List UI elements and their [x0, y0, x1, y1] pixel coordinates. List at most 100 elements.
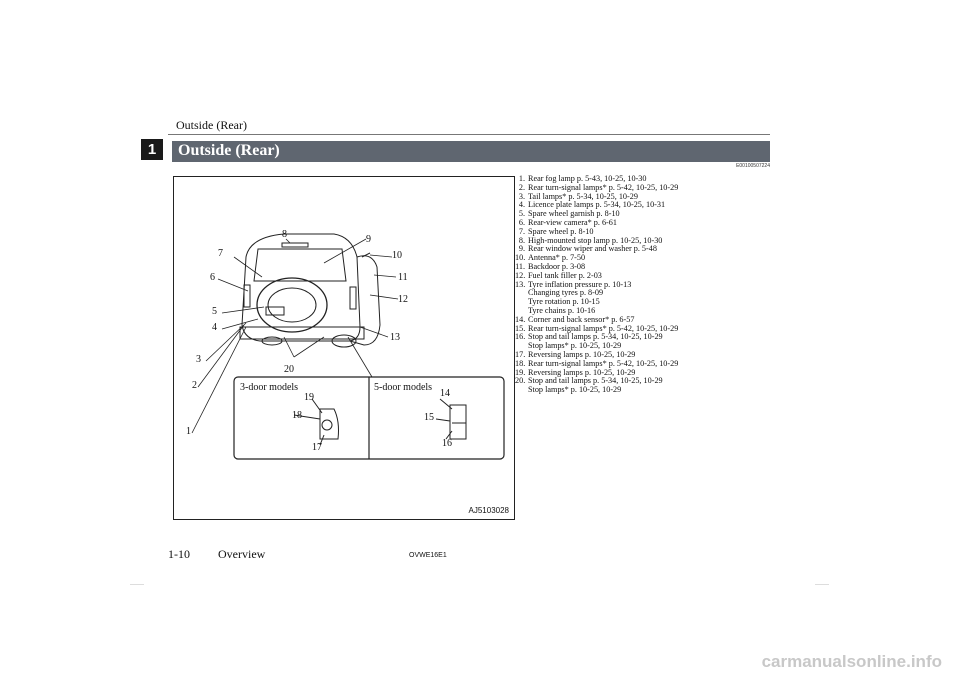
running-head: Outside (Rear) — [176, 118, 247, 132]
page-number: 1-10 — [168, 547, 190, 561]
three-door-lamp-shape — [319, 408, 339, 440]
crop-mark — [130, 584, 144, 585]
item-text: Reversing lamps p. 10-25, 10-29 — [528, 349, 636, 359]
callout-11: 11 — [398, 272, 408, 283]
left-rear-lamp-shape — [243, 284, 251, 308]
item-text: Rear window wiper and washer p. 5-48 — [528, 244, 657, 254]
list-item: 12.Fuel tank filler p. 2-03 — [515, 270, 775, 281]
callout-2: 2 — [192, 380, 197, 391]
item-number: 7. — [518, 226, 525, 236]
callout-19: 19 — [304, 392, 314, 403]
header-rule — [168, 134, 770, 135]
item-text: Backdoor p. 3-08 — [528, 261, 586, 271]
vehicle-side-outline — [349, 255, 381, 346]
callout-18: 18 — [292, 410, 302, 421]
item-text: Rear fog lamp p. 5-43, 10-25, 10-30 — [528, 174, 647, 183]
section-title-bar: Outside (Rear) — [172, 141, 770, 162]
licence-plate-shape — [265, 306, 285, 316]
reference-code: E00100507224 — [736, 163, 770, 169]
inset-label-3-door: 3-door models — [240, 382, 299, 393]
item-text: Reversing lamps p. 10-25, 10-29 — [528, 367, 636, 377]
item-text: Tyre inflation pressure p. 10-13 — [528, 279, 632, 289]
figure-code: AJ5103028 — [468, 506, 509, 515]
item-number: 20. — [515, 376, 526, 386]
item-text: Stop and tail lamps p. 5-34, 10-25, 10-2… — [528, 376, 663, 386]
list-item: 9.Rear window wiper and washer p. 5-48 — [515, 244, 775, 254]
list-item: 8.High-mounted stop lamp p. 10-25, 10-30 — [515, 235, 775, 246]
list-item: 18.Rear turn-signal lamps* p. 5-42, 10-2… — [515, 358, 775, 369]
callout-5: 5 — [212, 306, 217, 317]
watermark: carmanualsonline.info — [761, 652, 942, 671]
list-item: 1.Rear fog lamp p. 5-43, 10-25, 10-30 — [515, 174, 775, 184]
item-text: Tail lamps* p. 5-34, 10-25, 10-29 — [528, 191, 638, 201]
item-subtext: Stop lamps* p. 10-25, 10-29 — [528, 385, 622, 395]
callout-15: 15 — [424, 412, 434, 423]
callout-leaders — [191, 238, 399, 434]
item-number: 9. — [518, 244, 525, 254]
item-text: Fuel tank filler p. 2-03 — [528, 270, 602, 280]
vehicle-rear-figure: 1 2 3 4 5 6 7 8 9 10 11 12 13 14 15 16 1… — [173, 176, 515, 520]
item-number: 11. — [515, 261, 525, 271]
rear-bumper — [239, 326, 365, 340]
item-subtext: Tyre chains p. 10-16 — [528, 305, 596, 315]
right-tyre-shape — [331, 334, 357, 348]
item-number: 5. — [518, 209, 525, 219]
list-item: 17.Reversing lamps p. 10-25, 10-29 — [515, 349, 775, 360]
item-number: 1. — [518, 174, 525, 183]
item-text: Rear turn-signal lamps* p. 5-42, 10-25, … — [528, 323, 679, 333]
list-item: 3.Tail lamps* p. 5-34, 10-25, 10-29 — [515, 191, 775, 202]
list-item: 2.Rear turn-signal lamps* p. 5-42, 10-25… — [515, 182, 775, 193]
item-number: 19. — [515, 367, 526, 377]
callout-9: 9 — [366, 234, 371, 245]
item-text: Antenna* p. 7-50 — [528, 253, 586, 263]
callout-20: 20 — [284, 364, 294, 375]
item-subtext: Changing tyres p. 8-09 — [528, 288, 604, 298]
item-number: 15. — [515, 323, 526, 333]
callout-14: 14 — [440, 388, 450, 399]
three-door-reversing-lamp — [321, 419, 333, 431]
antenna-shape — [361, 252, 371, 258]
item-number: 12. — [515, 270, 526, 280]
callout-16: 16 — [442, 438, 452, 449]
item-number: 14. — [515, 314, 526, 324]
item-text: Stop and tail lamps p. 5-34, 10-25, 10-2… — [528, 332, 663, 342]
list-item: 6.Rear-view camera* p. 6-61 — [515, 218, 775, 228]
spare-wheel-garnish-shape — [267, 287, 317, 323]
item-number: 16. — [515, 332, 526, 342]
list-item: 4.Licence plate lamps p. 5-34, 10-25, 10… — [515, 200, 775, 210]
item-text: Corner and back sensor* p. 6-57 — [528, 314, 635, 324]
item-text: Spare wheel p. 8-10 — [528, 226, 594, 236]
callout-6: 6 — [210, 272, 215, 283]
callout-13: 13 — [390, 332, 400, 343]
item-number: 13. — [515, 279, 526, 289]
item-number: 10. — [515, 253, 526, 263]
item-number: 17. — [515, 349, 526, 359]
rear-window — [253, 248, 347, 282]
item-text: Rear turn-signal lamps* p. 5-42, 10-25, … — [528, 182, 679, 192]
crop-mark — [815, 584, 829, 585]
vehicle-rear-illustration — [191, 233, 505, 460]
callout-8: 8 — [282, 229, 287, 240]
callout-12: 12 — [398, 294, 408, 305]
callout-7: 7 — [218, 248, 223, 259]
item-text: Rear turn-signal lamps* p. 5-42, 10-25, … — [528, 358, 679, 368]
item-subtext: Tyre rotation p. 10-15 — [528, 297, 600, 307]
item-number: 8. — [518, 235, 525, 245]
callout-4: 4 — [212, 322, 217, 333]
right-rear-lamp-shape — [349, 286, 357, 310]
callout-10: 10 — [392, 250, 402, 261]
item-number: 3. — [518, 191, 525, 201]
list-item: 11.Backdoor p. 3-08 — [515, 261, 775, 272]
callout-1: 1 — [186, 426, 191, 437]
item-number: 4. — [518, 200, 525, 210]
item-text: Licence plate lamps p. 5-34, 10-25, 10-3… — [528, 200, 666, 210]
left-tyre-shape — [261, 336, 283, 346]
callout-3: 3 — [196, 354, 201, 365]
callout-17: 17 — [312, 442, 322, 453]
list-item: 5.Spare wheel garnish p. 8-10 — [515, 209, 775, 219]
chapter-tab: 1 — [141, 139, 163, 160]
document-code: OVWE16E1 — [409, 552, 447, 559]
item-number: 18. — [515, 358, 526, 368]
item-text: High-mounted stop lamp p. 10-25, 10-30 — [528, 235, 663, 245]
